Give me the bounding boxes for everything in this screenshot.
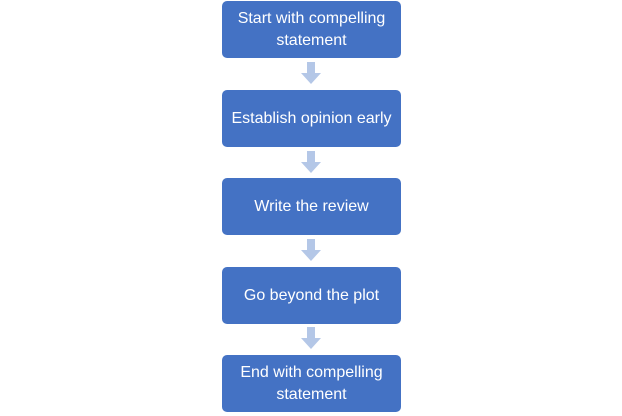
step-box-2: Establish opinion early <box>222 90 401 147</box>
step-label-2: Establish opinion early <box>231 109 392 127</box>
step-box-4: Go beyond the plot <box>222 267 401 324</box>
down-arrow-icon <box>301 62 321 84</box>
down-arrow-icon <box>301 151 321 173</box>
down-arrow-icon <box>301 239 321 261</box>
step-label-4: Go beyond the plot <box>243 286 380 304</box>
down-arrow-icon <box>301 327 321 349</box>
step-label-5: End with compelling statement <box>240 363 383 403</box>
step-label-1: Start with compelling statement <box>237 9 386 49</box>
step-box-1: Start with compelling statement <box>222 1 401 58</box>
step-box-5: End with compelling statement <box>222 355 401 412</box>
step-box-3: Write the review <box>222 178 401 235</box>
step-label-3: Write the review <box>254 197 369 215</box>
